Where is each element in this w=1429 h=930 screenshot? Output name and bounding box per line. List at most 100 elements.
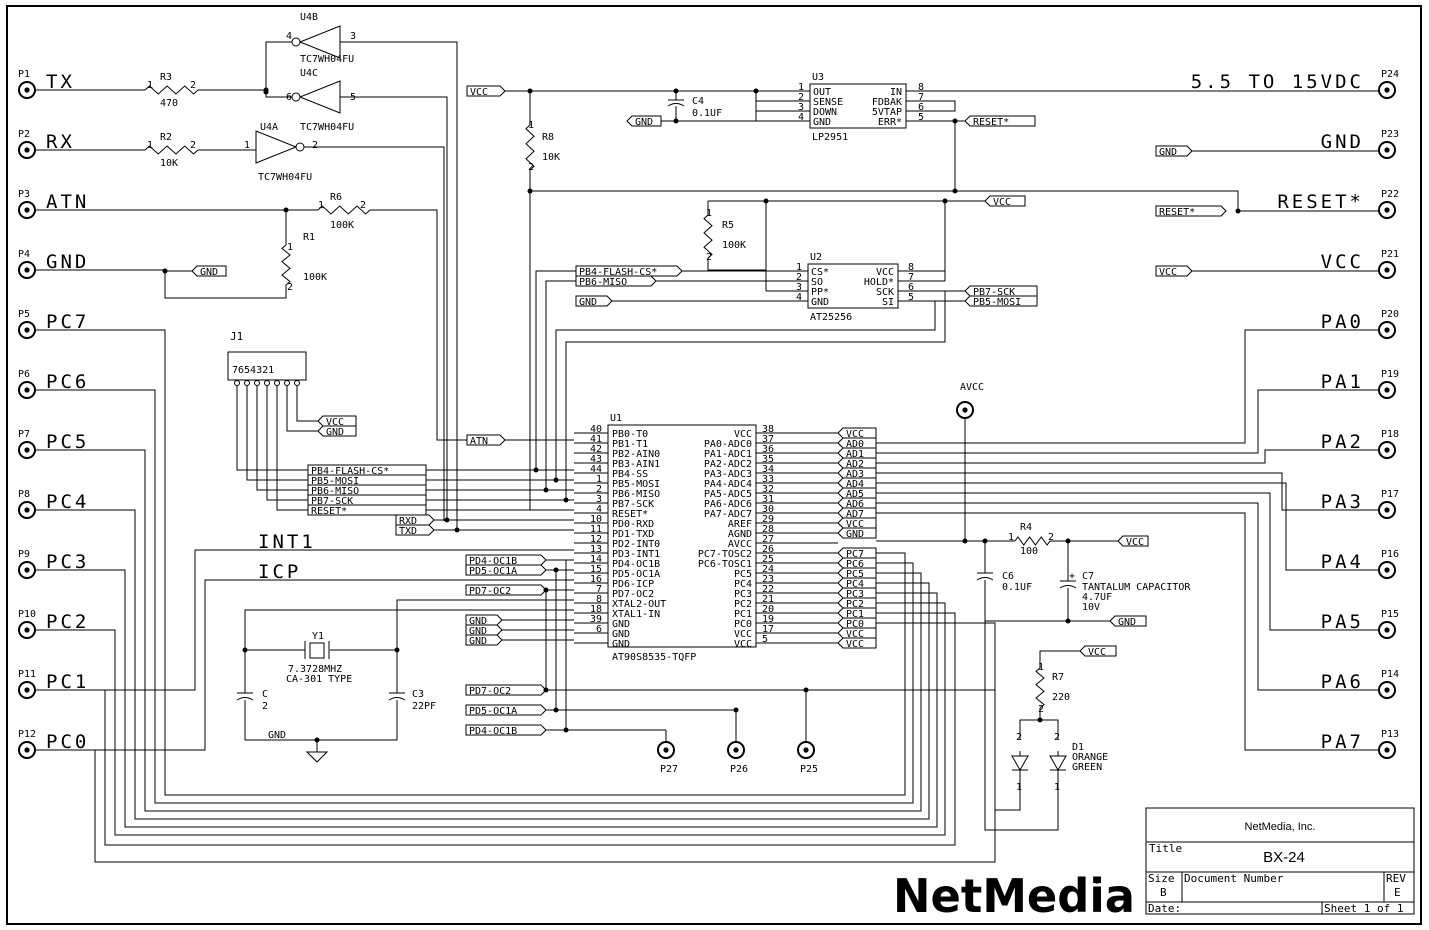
- junction-dot: [673, 118, 679, 124]
- pin-num: 2: [1054, 732, 1060, 743]
- net-flag-label: AD3: [846, 469, 864, 480]
- left-pin-number: P12: [18, 729, 36, 740]
- u2-pin-name: SCK: [876, 287, 894, 298]
- u3-pin-number: 1: [798, 82, 804, 93]
- terminal-center: [962, 407, 968, 413]
- pin-num: 2: [190, 80, 196, 91]
- u3-pin-number: 7: [918, 92, 924, 103]
- c6-value: 0.1UF: [1002, 582, 1032, 593]
- terminal-center: [24, 327, 30, 333]
- net-flag-label: PC7: [846, 549, 864, 560]
- resistor-symbol: [1035, 667, 1045, 709]
- u1-pin-name: PD5-OC1A: [612, 569, 660, 580]
- left-pin-label: PC7: [46, 311, 89, 333]
- u2-ref: U2: [810, 252, 822, 263]
- u3-pin-number: 8: [918, 82, 924, 93]
- net-flag-label: AD1: [846, 449, 864, 460]
- net-flag-label: PB4-FLASH-CS*: [311, 466, 389, 477]
- left-pin-terminal: [18, 321, 36, 339]
- junction-dot: [753, 88, 759, 94]
- crystal-type: CA-301 TYPE: [286, 674, 352, 685]
- net-flag-label: GND: [1118, 617, 1136, 628]
- resistor-symbol: [525, 124, 535, 171]
- terminal-center: [24, 627, 30, 633]
- pin-num: 1: [147, 80, 153, 91]
- j1-net-flag: [307, 504, 427, 516]
- net-flag-label: VCC: [1159, 267, 1177, 278]
- u1-pin-name: PA0-ADC0: [704, 439, 752, 450]
- left-pin-number: P7: [18, 429, 30, 440]
- u1-pin-number: 6: [596, 624, 602, 635]
- title-value: BX-24: [1263, 849, 1305, 866]
- net-flag-label: VCC: [1126, 537, 1144, 548]
- junction-dot: [1037, 717, 1043, 723]
- net-flag-label: GND: [635, 117, 653, 128]
- rev-value: E: [1394, 886, 1401, 899]
- junction-dot: [952, 118, 958, 124]
- net-flag-label: PB5-MOSI: [973, 297, 1021, 308]
- gnd-flag: [1109, 615, 1147, 627]
- right-pin-number: P18: [1381, 429, 1399, 440]
- u2-pin-name: HOLD*: [864, 277, 894, 288]
- j1-ref: J1: [230, 330, 243, 343]
- net-flag-label: PC6: [846, 559, 864, 570]
- gnd-flag: [317, 425, 357, 437]
- u2-pin-name: GND: [811, 297, 829, 308]
- pin-num: 2: [706, 252, 712, 263]
- gnd-flag: [465, 614, 503, 626]
- r2-ref: R2: [160, 132, 172, 143]
- u1-pin-name: PD6-ICP: [612, 579, 654, 590]
- terminal-center: [1384, 447, 1390, 453]
- net-flag-label: VCC: [470, 87, 488, 98]
- gnd-flag: [191, 265, 227, 277]
- r6-value: 100K: [330, 220, 354, 231]
- left-pin-terminal: [18, 681, 36, 699]
- junction-dot: [543, 687, 549, 693]
- right-pin-label: 5.5 TO 15VDC: [1191, 71, 1364, 93]
- u1-pin-name: AVCC: [728, 539, 752, 550]
- vcc-flag: [466, 85, 506, 97]
- net-flag-label: PC1: [846, 609, 864, 620]
- u4-part: TC7WH04FU: [300, 54, 354, 65]
- left-pin-terminal: [18, 501, 36, 519]
- right-pin-terminal: [1378, 561, 1396, 579]
- u3-pin-name: ERR*: [878, 117, 902, 128]
- junction-dot: [454, 527, 460, 533]
- u1-pin-number: 44: [590, 464, 602, 475]
- u2-part: AT25256: [810, 312, 852, 323]
- resistor-symbol: [144, 145, 199, 155]
- right-pin-label: PA5: [1321, 611, 1364, 633]
- u1-pin-number: 11: [590, 524, 602, 535]
- pd5-flag: [465, 704, 547, 716]
- j1-pin: [294, 380, 300, 386]
- net-flag-label: GND: [469, 616, 487, 627]
- terminal-center: [24, 207, 30, 213]
- u1-pin-number: 16: [590, 574, 602, 585]
- u1-pin-name: PA7-ADC7: [704, 509, 752, 520]
- vcc-flag: [1079, 645, 1117, 657]
- right-pin-terminal: [1378, 441, 1396, 459]
- bottom-pin-number: P27: [660, 764, 678, 775]
- net-flag-label: VCC: [846, 639, 864, 650]
- u1-pin-number: 17: [762, 624, 774, 635]
- left-pin-number: P9: [18, 549, 30, 560]
- r4-value: 100: [1020, 546, 1038, 557]
- u1-pin-name: PD1-TXD: [612, 529, 654, 540]
- net-flag-label: PC4: [846, 579, 864, 590]
- junction-dot: [527, 188, 533, 194]
- pd4-flag: [465, 554, 547, 566]
- u1-pin-number: 2: [596, 484, 602, 495]
- u2-pin-number: 6: [908, 282, 914, 293]
- left-pin-number: P2: [18, 129, 30, 140]
- pin-num: 2: [1038, 704, 1044, 715]
- u3-part: LP2951: [812, 132, 848, 143]
- c6-ref: C6: [1002, 571, 1014, 582]
- c7-v3: 10V: [1082, 602, 1100, 613]
- d1-color1: ORANGE: [1072, 752, 1108, 763]
- left-pin-number: P8: [18, 489, 30, 500]
- u1-pin-name: PB4-SS: [612, 469, 648, 480]
- left-pin-terminal: [18, 441, 36, 459]
- net-flag-label: PC5: [846, 569, 864, 580]
- u1-pin-number: 35: [762, 454, 774, 465]
- c4-ref: C4: [692, 96, 704, 107]
